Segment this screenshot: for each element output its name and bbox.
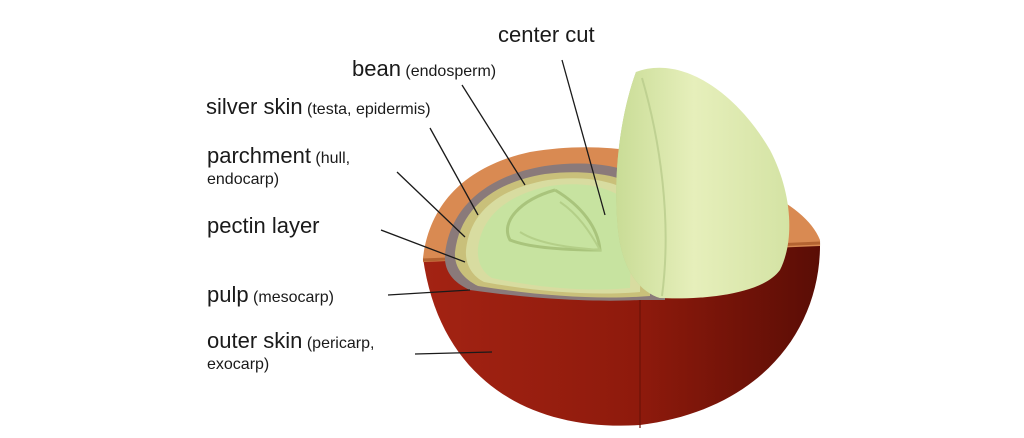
leader-silver-skin [429,127,479,216]
leader-pulp [387,289,471,296]
leader-outer-skin [414,351,493,355]
label-bean-main: bean [352,56,401,81]
half-bean-shape [616,67,790,299]
label-parchment-main: parchment [207,143,311,168]
label-parchment-detail-2: endocarp) [207,171,280,189]
label-outer-skin-detail: (pericarp, [306,335,375,352]
label-pulp-main: pulp [207,282,249,307]
label-parchment-detail: (hull, [315,150,351,167]
bean-center-cut [519,201,602,252]
label-bean-detail: (endosperm) [405,63,497,80]
leader-center-cut [561,59,606,216]
label-pectin-layer: pectin layer [207,213,320,238]
label-center-cut-main: center cut [498,22,595,47]
leader-lines [380,59,606,355]
half-bean-ridge [641,77,667,297]
label-pectin-layer-main: pectin layer [207,213,320,238]
label-center-cut: center cut [498,22,595,47]
label-silver-skin-detail: (testa, epidermis) [307,101,431,118]
label-bean: bean (endosperm) [352,56,496,81]
label-outer-skin: outer skin (pericarp, exocarp) [207,328,374,375]
label-parchment: parchment (hull, endocarp) [207,143,350,190]
label-pulp: pulp (mesocarp) [207,282,334,307]
label-outer-skin-detail-2: exocarp) [207,356,270,374]
leader-pectin-layer [380,229,466,263]
label-silver-skin-main: silver skin [206,94,303,119]
label-silver-skin: silver skin (testa, epidermis) [206,94,431,119]
label-pulp-detail: (mesocarp) [253,289,334,306]
leader-bean [461,84,526,186]
label-outer-skin-main: outer skin [207,328,303,353]
bean-fold [505,188,602,252]
leader-parchment [396,171,466,238]
